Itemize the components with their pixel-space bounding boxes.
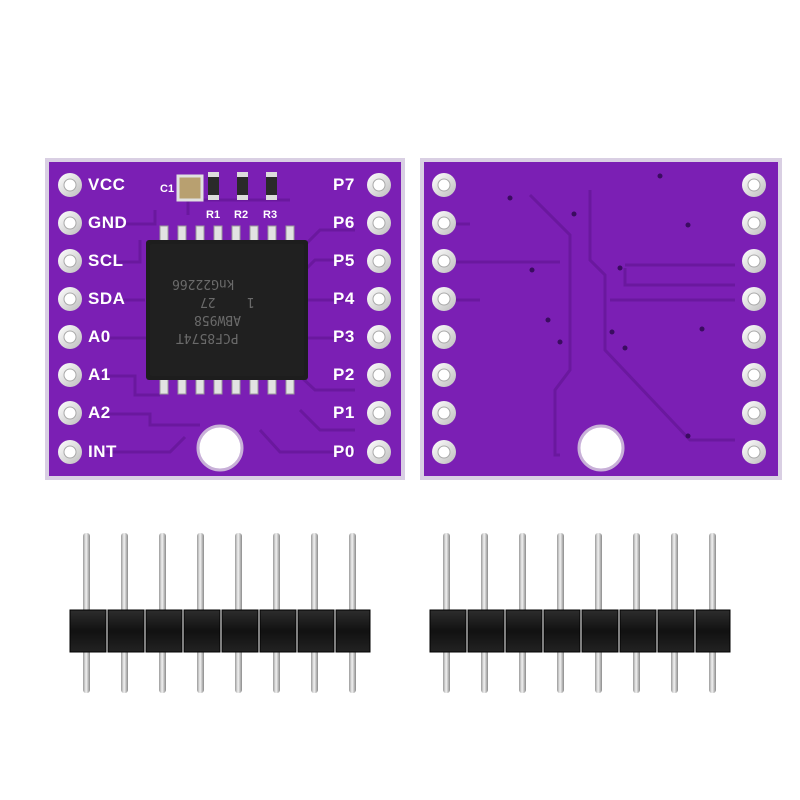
pin-label-int: INT xyxy=(88,442,117,461)
label-c1: C1 xyxy=(160,183,175,195)
pin-label-p5: P5 xyxy=(333,251,355,270)
pin-label-a2: A2 xyxy=(88,403,111,422)
pin-label-gnd: GND xyxy=(88,213,128,232)
chip-marking-line2: ABW958 xyxy=(194,312,241,327)
pin-header-left xyxy=(69,533,371,693)
pin-label-p6: P6 xyxy=(333,213,355,232)
pin-label-scl: SCL xyxy=(88,251,124,270)
pin-label-p0: P0 xyxy=(333,442,355,461)
chip-marking-line1: PCF8574T xyxy=(176,330,239,345)
capacitor-c1 xyxy=(176,174,204,202)
pin-label-p2: P2 xyxy=(333,365,355,384)
pin-label-p7: P7 xyxy=(333,175,355,194)
pin-label-a1: A1 xyxy=(88,365,111,384)
pin-header-right xyxy=(429,533,731,693)
pin-label-p4: P4 xyxy=(333,289,355,308)
pcb-front xyxy=(45,158,405,480)
pin-label-a0: A0 xyxy=(88,327,111,346)
chip-marking-line3: 1 27 xyxy=(200,294,255,309)
label-r2: R2 xyxy=(234,209,249,221)
resistors xyxy=(208,172,277,200)
label-r1: R1 xyxy=(206,209,221,221)
pin-label-p1: P1 xyxy=(333,403,355,422)
label-r3: R3 xyxy=(263,209,278,221)
pcb-back xyxy=(420,158,782,480)
chip-marking-line4: knG22266 xyxy=(172,276,235,291)
pin-label-sda: SDA xyxy=(88,289,126,308)
pin-label-vcc: VCC xyxy=(88,175,126,194)
pin-label-p3: P3 xyxy=(333,327,355,346)
